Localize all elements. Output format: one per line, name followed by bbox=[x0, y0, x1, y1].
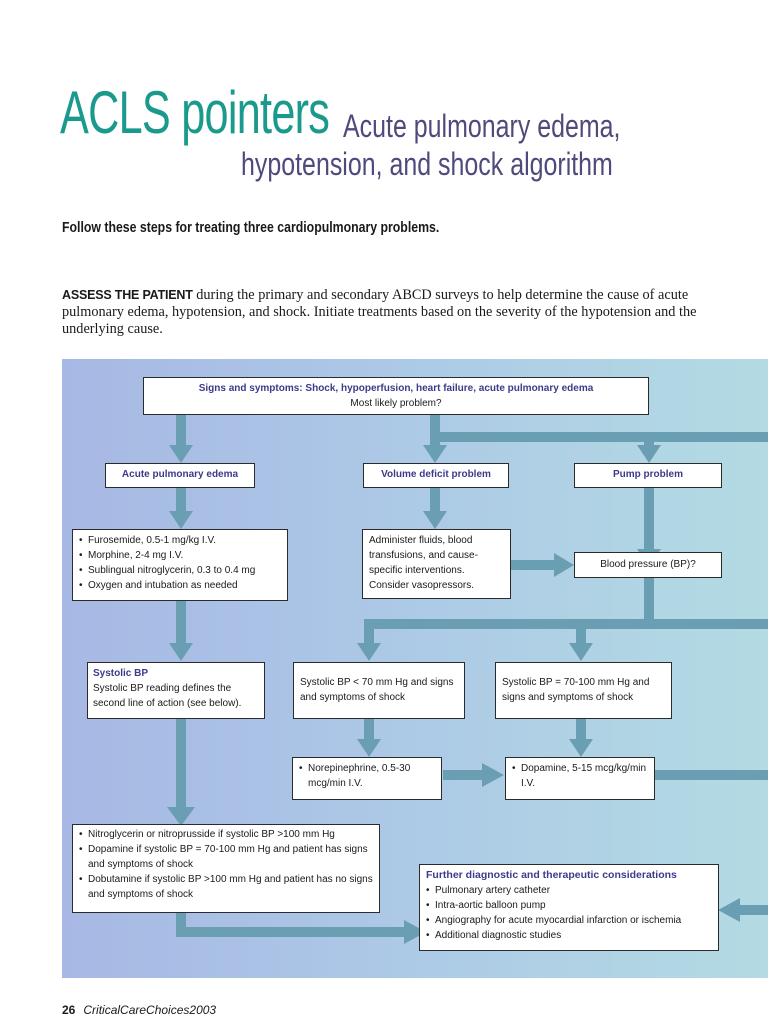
signs-symptoms-question: Most likely problem? bbox=[350, 398, 442, 409]
arrow-signs-to-volume bbox=[430, 415, 440, 447]
systolic-bp-text: Systolic BP reading defines the second l… bbox=[93, 683, 242, 709]
low-bp-box: Systolic BP < 70 mm Hg and signs and sym… bbox=[293, 662, 465, 719]
arrow-mid-to-dopamine bbox=[576, 719, 586, 741]
norepinephrine-item: Norepinephrine, 0.5-30 mcg/min I.V. bbox=[299, 761, 435, 791]
arrow-dopamine-right bbox=[655, 770, 768, 780]
arrow-norepi-to-dopamine bbox=[443, 770, 484, 780]
arrow-ape-to-treatment bbox=[176, 487, 186, 513]
magazine-name: CriticalCareChoices2003 bbox=[83, 1003, 217, 1017]
norepinephrine-box: Norepinephrine, 0.5-30 mcg/min I.V. bbox=[292, 757, 442, 800]
volume-treatment-box: Administer fluids, blood transfusions, a… bbox=[362, 529, 511, 599]
dopamine-item: Dopamine, 5-15 mcg/kg/min I.V. bbox=[512, 761, 648, 791]
second-line-item: Nitroglycerin or nitroprusside if systol… bbox=[79, 827, 373, 842]
ape-treatment-item: Oxygen and intubation as needed bbox=[79, 578, 281, 593]
arrow-signs-to-ape bbox=[176, 415, 186, 447]
systolic-bp-title: Systolic BP bbox=[93, 668, 149, 679]
ape-treatment-box: Furosemide, 0.5-1 mg/kg I.V. Morphine, 2… bbox=[72, 529, 288, 601]
page-subtitle-line-1: Acute pulmonary edema, bbox=[343, 108, 621, 144]
algorithm-diagram: Signs and symptoms: Shock, hypoperfusion… bbox=[62, 359, 768, 978]
mid-bp-box: Systolic BP = 70-100 mm Hg and signs and… bbox=[495, 662, 672, 719]
assess-paragraph: ASSESS THE PATIENT during the primary an… bbox=[62, 287, 738, 338]
arrow-pump-to-bp bbox=[644, 488, 654, 551]
arrow-to-pump bbox=[644, 432, 654, 447]
signs-symptoms-box: Signs and symptoms: Shock, hypoperfusion… bbox=[143, 377, 649, 415]
volume-deficit-label-box: Volume deficit problem bbox=[363, 463, 509, 488]
arrow-right-branch bbox=[440, 432, 768, 442]
arrow-bp-down bbox=[644, 578, 654, 627]
further-item: Pulmonary artery catheter bbox=[426, 883, 712, 898]
ape-label-box: Acute pulmonary edema bbox=[105, 463, 255, 488]
page-footer: 26 CriticalCareChoices2003 bbox=[62, 1003, 216, 1017]
arrow-bp-branch bbox=[364, 619, 768, 629]
page-number: 26 bbox=[62, 1003, 76, 1017]
ape-treatment-item: Sublingual nitroglycerin, 0.3 to 0.4 mg bbox=[79, 563, 281, 578]
second-line-box: Nitroglycerin or nitroprusside if systol… bbox=[72, 824, 380, 913]
further-considerations-title: Further diagnostic and therapeutic consi… bbox=[426, 869, 677, 881]
second-line-item: Dopamine if systolic BP = 70-100 mm Hg a… bbox=[79, 842, 373, 872]
further-item: Angiography for acute myocardial infarct… bbox=[426, 913, 712, 928]
pump-problem-label-box: Pump problem bbox=[574, 463, 722, 488]
blood-pressure-box: Blood pressure (BP)? bbox=[574, 552, 722, 578]
page-subtitle-line-2: hypotension, and shock algorithm bbox=[241, 146, 613, 182]
arrow-systolic-to-second-line bbox=[176, 719, 186, 809]
assess-body: during the primary and secondary ABCD su… bbox=[62, 287, 697, 337]
further-item: Additional diagnostic studies bbox=[426, 928, 712, 943]
arrow-right-to-further bbox=[738, 905, 768, 915]
intro-text: Follow these steps for treating three ca… bbox=[62, 219, 440, 236]
second-line-item: Dobutamine if systolic BP >100 mm Hg and… bbox=[79, 872, 373, 902]
assess-lead: ASSESS THE PATIENT bbox=[62, 288, 193, 302]
arrow-to-further bbox=[176, 927, 406, 937]
arrow-volume-to-treatment bbox=[430, 487, 440, 513]
signs-symptoms-title: Signs and symptoms: Shock, hypoperfusion… bbox=[198, 383, 594, 394]
arrow-low-to-norepi bbox=[364, 719, 374, 741]
dopamine-box: Dopamine, 5-15 mcg/kg/min I.V. bbox=[505, 757, 655, 800]
arrow-second-line-down bbox=[176, 912, 186, 935]
page-title: ACLS pointers bbox=[60, 79, 330, 146]
systolic-bp-box: Systolic BP Systolic BP reading defines … bbox=[87, 662, 265, 719]
arrow-volume-to-bp bbox=[511, 560, 556, 570]
ape-treatment-item: Furosemide, 0.5-1 mg/kg I.V. bbox=[79, 533, 281, 548]
further-considerations-box: Further diagnostic and therapeutic consi… bbox=[419, 864, 719, 951]
arrow-treatment-to-systolic bbox=[176, 601, 186, 645]
ape-treatment-item: Morphine, 2-4 mg I.V. bbox=[79, 548, 281, 563]
further-item: Intra-aortic balloon pump bbox=[426, 898, 712, 913]
